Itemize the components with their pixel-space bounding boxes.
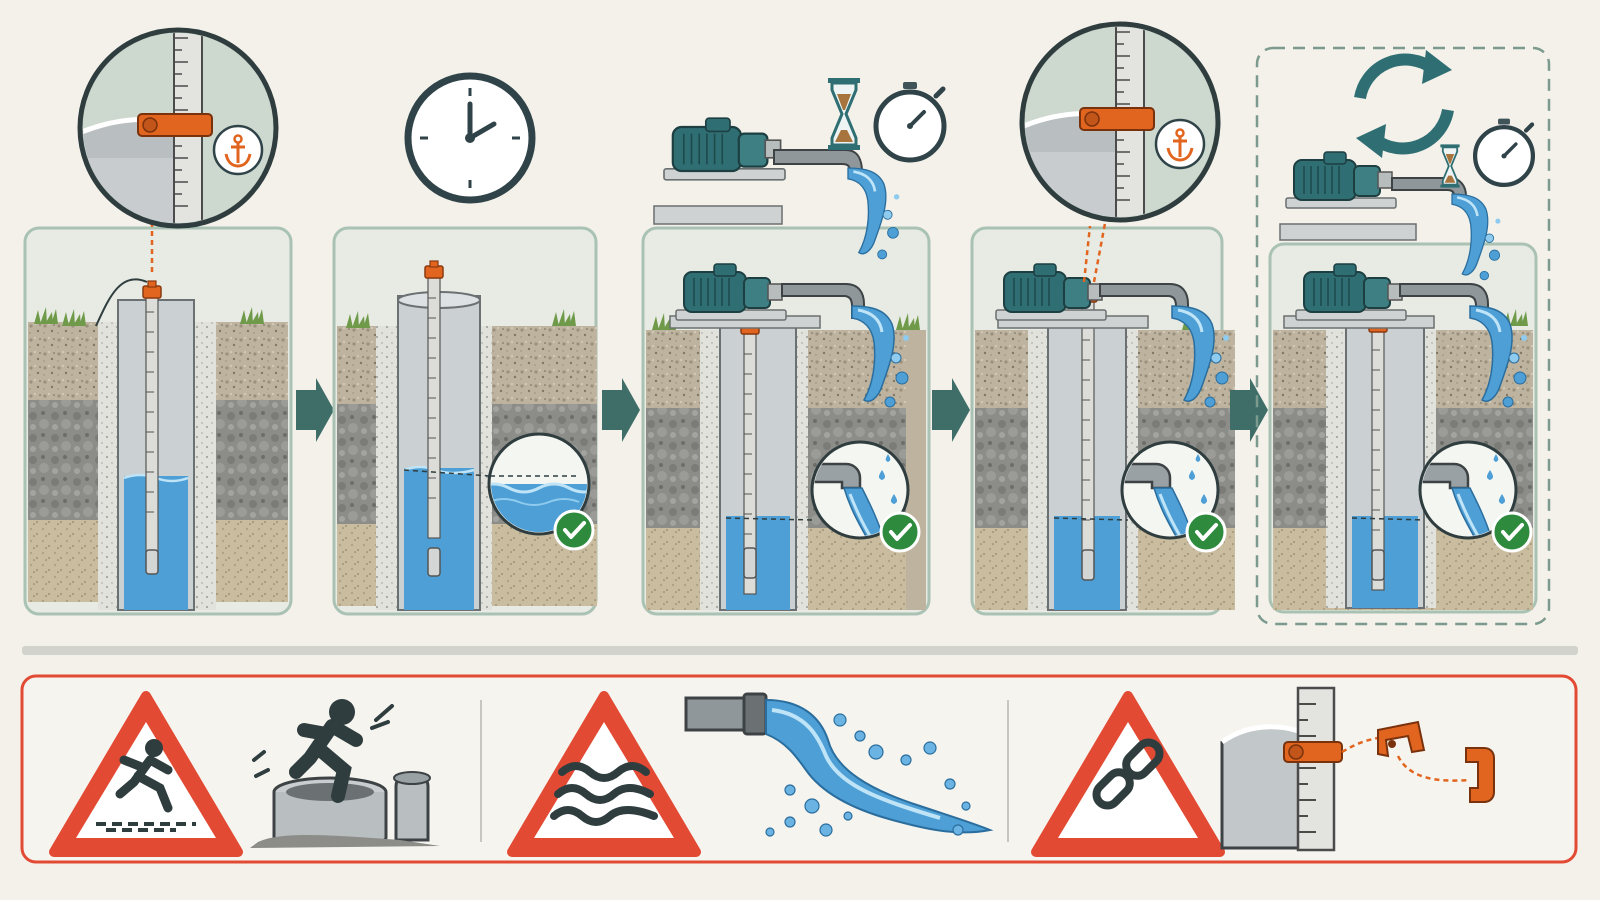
right-arrow-icon	[932, 378, 970, 442]
right-arrow-icon	[296, 378, 334, 442]
repeat-cycle-icon	[1354, 50, 1454, 158]
checkmark-icon	[1185, 511, 1227, 553]
casing-gauge-callout-4	[1010, 12, 1230, 242]
right-arrow-icon	[1230, 378, 1268, 442]
hourglass-icon	[826, 76, 862, 152]
pipe-discharge-splash-icon	[684, 692, 994, 837]
person-falling-into-well-icon	[250, 699, 440, 848]
surface-pump-icon	[662, 117, 787, 181]
slip-fall-warning-icon	[54, 696, 238, 852]
step-panel-2	[332, 72, 599, 616]
stopwatch-icon	[1475, 119, 1533, 185]
step-panel-4	[970, 12, 1235, 616]
hourglass-icon	[1439, 143, 1461, 189]
checkmark-icon	[553, 509, 595, 551]
section-divider	[22, 646, 1578, 655]
right-arrow-icon	[602, 378, 640, 442]
casing-gauge-callout-1	[68, 18, 288, 248]
surface-pump-icon	[1285, 151, 1397, 209]
checkmark-icon	[879, 511, 921, 553]
hazard-panel	[20, 674, 1578, 864]
stopwatch-icon	[876, 82, 944, 160]
step-panel-3	[641, 76, 944, 616]
water-waves-warning-icon	[512, 696, 696, 852]
detached-tape-clip-icon	[1220, 686, 1495, 852]
step-panel-5	[1255, 46, 1551, 626]
checkmark-icon	[1491, 511, 1533, 553]
step-panel-1	[23, 18, 293, 616]
chain-link-warning-icon	[1036, 696, 1220, 852]
clock-icon	[404, 72, 536, 204]
